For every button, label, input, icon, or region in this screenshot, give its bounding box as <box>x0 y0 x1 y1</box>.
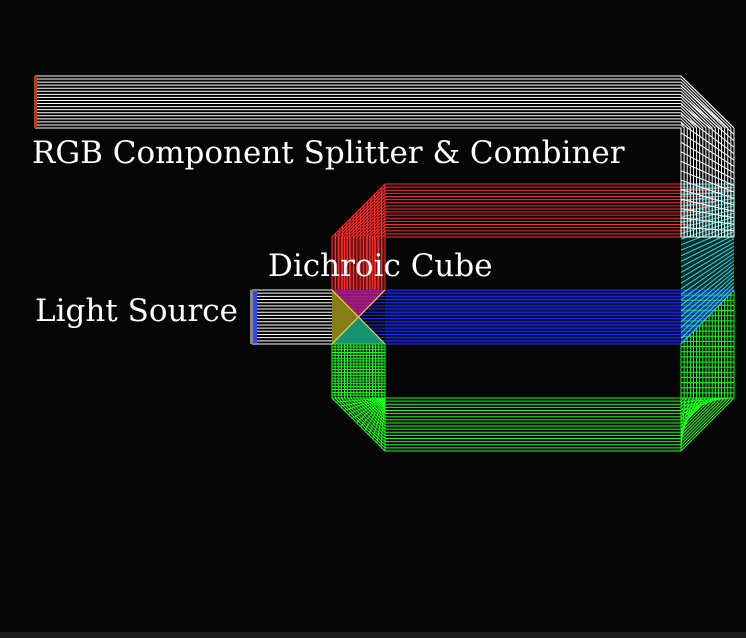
cyan-mix-wall-line <box>680 216 735 235</box>
white-output-wall-line <box>680 94 735 142</box>
cyan-mix-wall-line <box>680 238 735 268</box>
cyan-mix-fill <box>681 184 734 344</box>
white-output-wall-line <box>680 160 735 187</box>
white-input-beam <box>252 289 332 345</box>
white-output-wall-line <box>680 132 735 167</box>
cyan-mix-wall-line <box>680 190 735 196</box>
output-end-marker <box>34 76 37 128</box>
cyan-mix-wall-line <box>680 205 735 218</box>
cyan-mix-wall-line <box>680 227 735 251</box>
green-corner-left-line <box>360 397 386 427</box>
white-output-wall-line <box>680 75 735 129</box>
cyan-mix-wall-line <box>680 234 735 262</box>
white-output-beam-ray <box>35 78 732 237</box>
white-output-wall-line <box>680 122 735 161</box>
white-output-beam-ray <box>35 84 726 237</box>
cyan-mix-wall-line <box>680 264 735 306</box>
white-output-beam-ray <box>35 115 694 237</box>
cyan-mix-wall-line <box>680 260 735 301</box>
green-left-wall <box>332 343 385 399</box>
green-corner-left-line <box>344 397 386 411</box>
diagram-title: RGB Component Splitter & Combiner <box>32 135 625 171</box>
cyan-mix-wall-line <box>680 256 735 295</box>
green-corner-left-line <box>372 397 386 439</box>
white-output-wall-line <box>680 113 735 155</box>
green-right-wall <box>681 289 734 399</box>
cyan-mix-wall-line <box>680 231 735 257</box>
green-corner-left-line <box>356 397 386 423</box>
white-output-wall-line <box>680 141 735 174</box>
green-beam-ray <box>384 344 682 399</box>
cyan-mix-wall-line <box>680 282 735 334</box>
white-output-wall-line <box>680 104 735 148</box>
cyan-mix-wall-line <box>680 285 735 339</box>
cyan-mix-wall-line <box>680 209 735 224</box>
cyan-mix-wall-line <box>680 253 735 290</box>
green-corner-left-line <box>348 397 386 415</box>
cube-magenta-wedge <box>332 290 385 317</box>
green-corner-left-line <box>352 397 386 419</box>
light-source-housing <box>250 290 253 344</box>
cyan-mix-wall-line <box>680 289 735 345</box>
cyan-mix-wall-line <box>680 198 735 207</box>
white-output-beam-ray <box>35 127 682 237</box>
white-output-beam-ray <box>35 124 685 237</box>
dichroic-cube-label: Dichroic Cube <box>268 248 493 284</box>
white-output-wall-line <box>680 198 735 212</box>
light-source-label: Light Source <box>35 293 239 329</box>
red-corner-left <box>331 184 386 290</box>
white-output-wall-line <box>680 170 735 193</box>
green-corner-left-line <box>368 397 386 435</box>
cube-cyan-wedge <box>332 317 385 344</box>
red-corner-fill <box>332 184 385 290</box>
cyan-mix-wall-line <box>680 242 735 273</box>
cyan-mix-wall-line <box>680 245 735 279</box>
white-output-wall-line <box>680 227 735 232</box>
white-output-beam-ray <box>35 96 713 237</box>
white-output-wall-line <box>680 85 735 135</box>
cyan-mix-wall-line <box>680 278 735 328</box>
white-output-wall-line <box>680 179 735 200</box>
white-output-beam-ray <box>35 103 707 237</box>
dichroic-diagonal-b <box>331 289 386 345</box>
white-output-wall-line <box>680 208 735 219</box>
green-corner-left-line <box>380 397 386 447</box>
white-output-beam-ray <box>35 106 704 237</box>
cyan-mix-wall-line <box>680 271 735 317</box>
green-beam-ray <box>378 337 688 405</box>
cyan-mix-wall-line <box>680 223 735 246</box>
white-output-wall-line <box>680 189 735 206</box>
cyan-mix-wall <box>680 183 735 345</box>
green-beam-ray <box>375 334 691 408</box>
white-output-beam-ray <box>35 93 716 237</box>
green-corner-left-line <box>340 397 386 407</box>
white-output-beam-ray <box>35 109 701 237</box>
green-corner-left-line <box>364 397 386 431</box>
cube-yellow-wedge <box>332 290 358 344</box>
cyan-mix-wall-line <box>680 187 735 191</box>
cyan-mix-wall-line <box>680 275 735 323</box>
white-output-wall-line <box>680 217 735 225</box>
bottom-edge-bar <box>0 632 746 638</box>
white-output-wall <box>680 75 735 238</box>
white-output-beam-ray <box>35 118 691 237</box>
green-beam-ray <box>381 340 685 402</box>
green-corner-left-line <box>376 397 386 443</box>
green-corner-left-line <box>336 397 386 403</box>
light-source-emitter <box>253 291 257 343</box>
white-output-beam-ray <box>35 87 723 237</box>
blue-beam <box>332 289 734 345</box>
cyan-mix-wall-line <box>680 267 735 312</box>
white-output-beam-ray <box>35 90 719 237</box>
green-corner-right-line <box>680 397 686 447</box>
white-output-wall-line <box>680 151 735 180</box>
blue-beam-fill <box>385 290 734 344</box>
cyan-mix-wall-line <box>680 249 735 284</box>
